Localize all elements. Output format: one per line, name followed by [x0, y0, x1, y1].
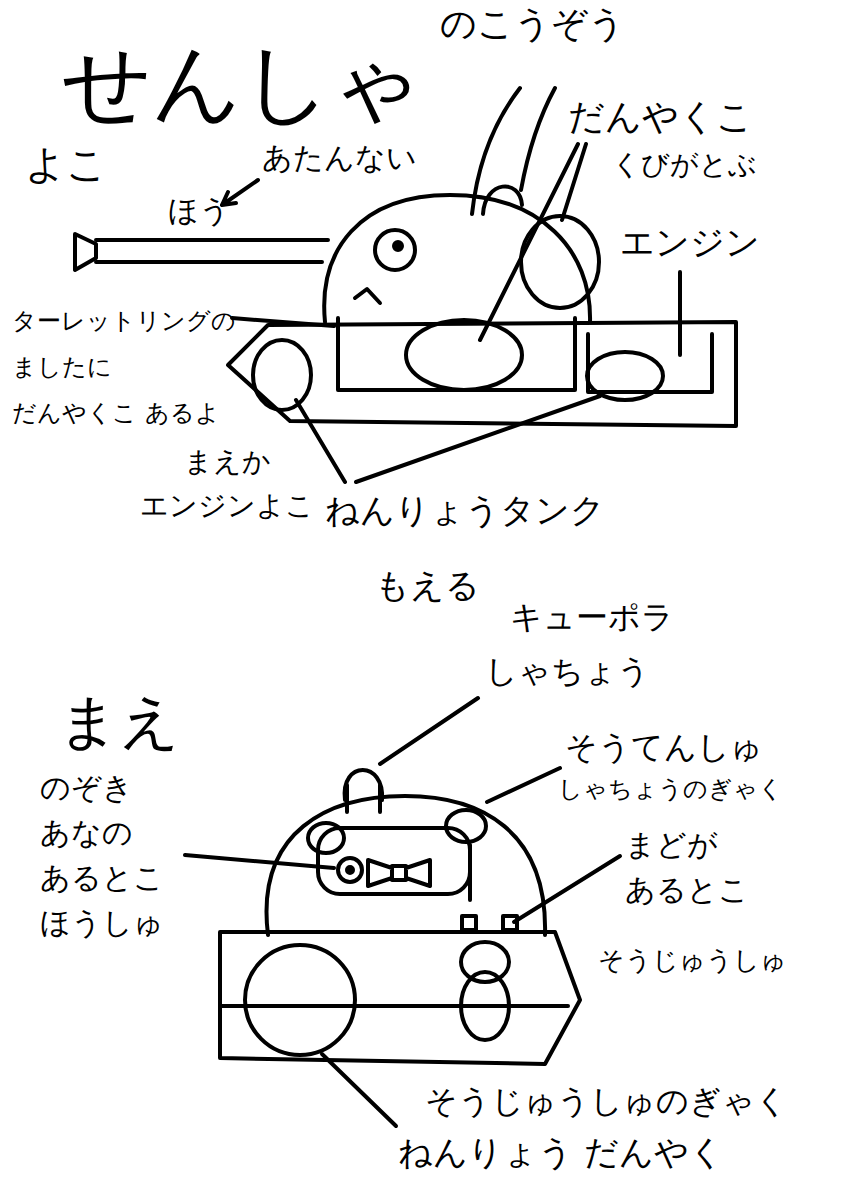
ring-leader — [232, 318, 334, 326]
part-label: まえ — [58, 685, 180, 757]
part-label: よこ — [25, 140, 107, 188]
part-label: のぞき あなの あるとこ ほうしゅ — [40, 765, 164, 945]
part-label: ほう — [168, 193, 230, 229]
antenna — [472, 88, 555, 214]
ammo-leader — [480, 144, 586, 340]
engine-bay — [588, 334, 712, 392]
hull-line — [220, 1004, 568, 1008]
part-label: のこうぞう — [440, 2, 625, 45]
turret — [324, 195, 590, 322]
eye-pupil — [394, 242, 402, 250]
part-label: あたんない — [262, 140, 417, 176]
part-label: もえる — [375, 565, 480, 606]
driver-hatch — [461, 942, 509, 982]
part-label: くびがとぶ — [612, 148, 757, 182]
window — [462, 916, 476, 930]
window-leader — [514, 856, 620, 922]
hull-ammo — [406, 320, 522, 390]
engine-leader — [678, 272, 682, 355]
part-label: だんやくこ — [568, 95, 753, 138]
loader-leader — [487, 768, 560, 802]
fuel-ammo — [245, 945, 355, 1055]
part-label: そうてんしゅ — [565, 728, 763, 766]
part-label: まえか エンジンよこ — [140, 440, 314, 528]
muzzle-brake — [75, 234, 96, 270]
turret-detail — [347, 785, 470, 900]
part-label: しゃちょう — [485, 652, 650, 690]
front-fuel — [253, 340, 311, 410]
gun-bore — [347, 867, 353, 873]
part-label: まどが あるとこ — [625, 822, 749, 912]
fuel-leader — [296, 396, 600, 482]
gunner-leader — [185, 855, 334, 868]
front-cupola — [345, 770, 383, 800]
part-label: そうじゅうしゅ — [598, 945, 787, 976]
mantlet — [318, 828, 470, 894]
part-label: キューポラ — [510, 598, 674, 636]
mouth — [355, 289, 380, 303]
part-label: ねんりょう だんやく — [398, 1132, 724, 1173]
part-label: ターレットリングの ましたに だんやくこ あるよ — [12, 298, 236, 436]
gun-barrel — [96, 240, 328, 262]
sight — [368, 860, 430, 886]
title: せんしゃ — [62, 35, 422, 131]
turret-ammo — [521, 216, 599, 308]
fuel-ammo-leader — [322, 1054, 396, 1126]
part-label: しゃちょうのぎゃく — [558, 775, 783, 804]
part-label: ねんりょうタンク — [325, 490, 605, 531]
front-hull — [220, 932, 580, 1064]
commander-leader — [380, 698, 478, 764]
part-label: そうじゅうしゅのぎゃく — [425, 1082, 788, 1120]
eye — [375, 230, 415, 270]
rear-fuel — [587, 352, 663, 400]
cupola — [483, 186, 522, 214]
turret-ring — [338, 318, 575, 390]
part-label: エンジン — [620, 222, 760, 263]
gun-muzzle — [338, 858, 362, 882]
driver — [461, 972, 509, 1040]
